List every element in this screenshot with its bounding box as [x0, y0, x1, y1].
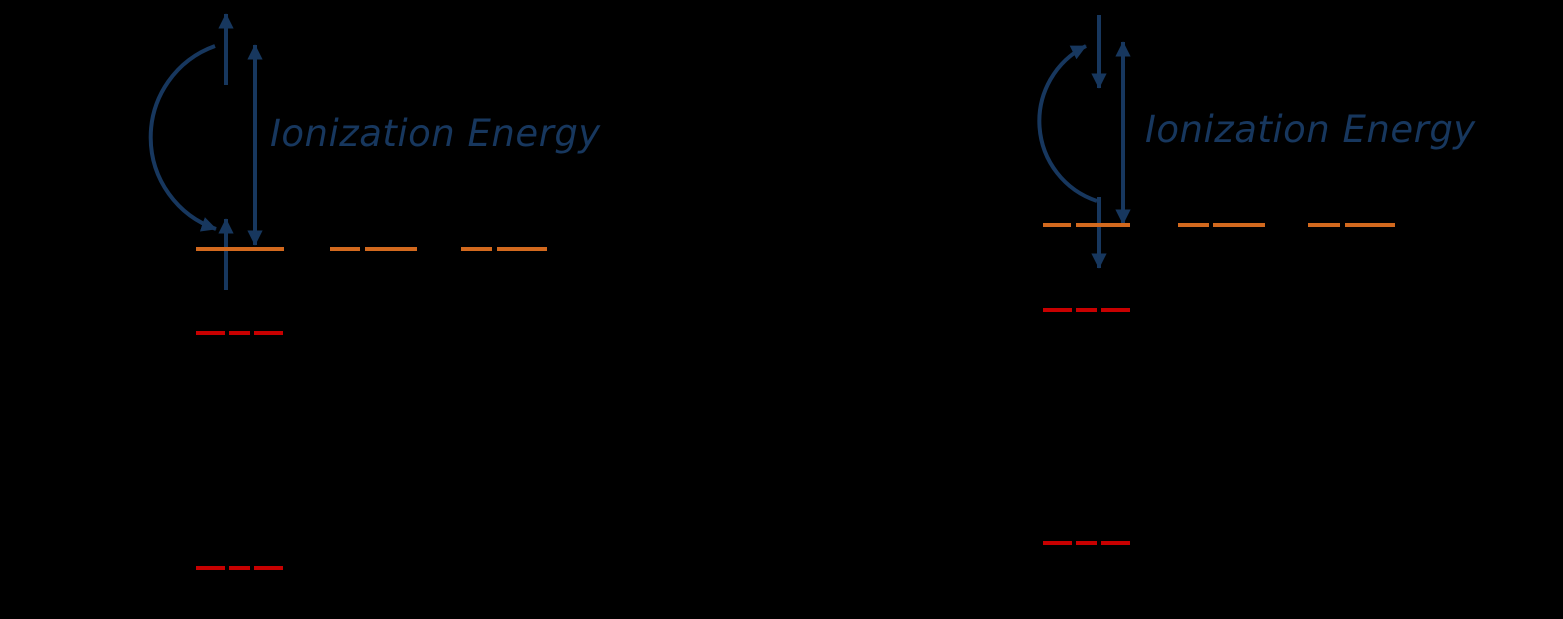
ionization-energy-diagram-left [148, 13, 547, 570]
ionization-energy-label-left: Ionization Energy [270, 112, 601, 155]
ionization-energy-label-right: Ionization Energy [1145, 108, 1476, 151]
ionization-energy-diagram-right [1037, 15, 1395, 545]
electron-transition-arc [1037, 44, 1098, 203]
electron-transition-arc [148, 44, 217, 232]
